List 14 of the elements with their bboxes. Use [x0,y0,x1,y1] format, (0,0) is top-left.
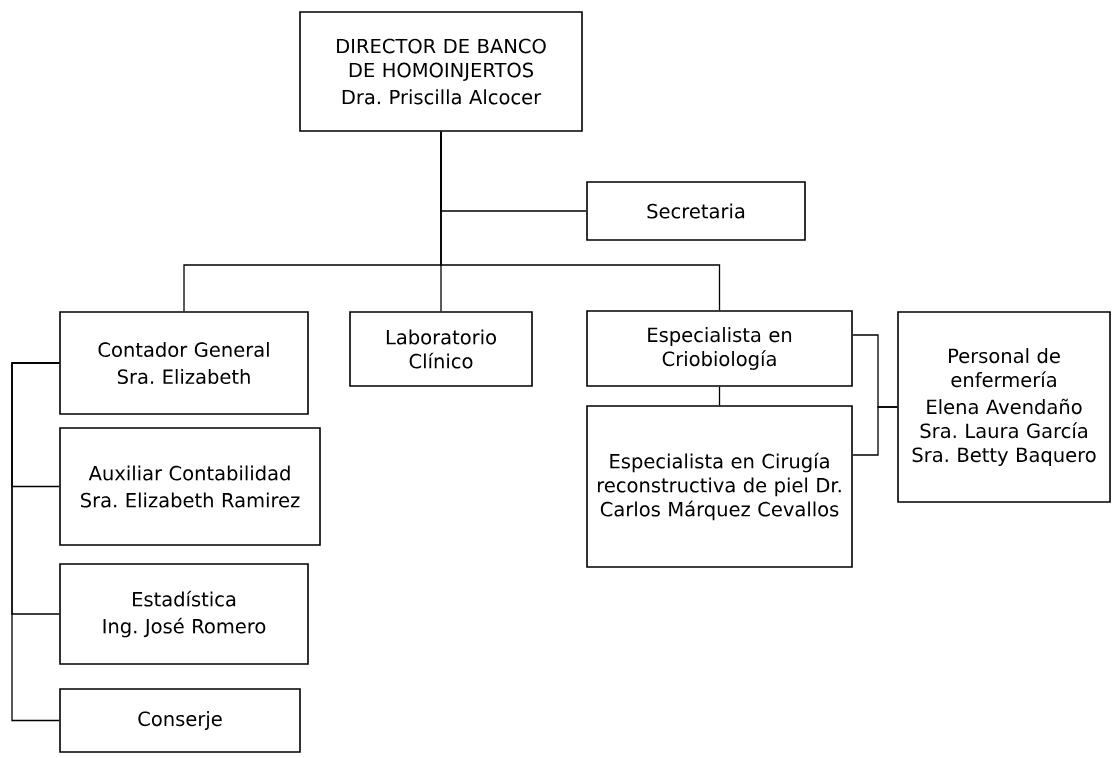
org-box: Especialista en Criobiología [586,310,853,387]
org-box: Especialista en Cirugía reconstructiva de piel Dr. Carlos Márquez Cevallos [586,405,853,568]
connector-line [852,406,898,456]
org-box: Contador General Sra. Elizabeth [59,311,309,415]
org-box: DIRECTOR DE BANCO DE HOMOINJERTOS Dra. Priscilla Alcocer [299,11,583,132]
connector-line [718,386,721,406]
org-box: Laboratorio Clínico [349,311,533,387]
org-box: Secretaria [586,181,806,241]
org-box: Personal de enfermería Elena Avendaño Sra. Laura García Sra. Betty Baquero [897,311,1111,503]
org-box: Auxiliar Contabilidad Sra. Elizabeth Ramirez [59,427,321,546]
org-box: Estadística Ing. José Romero [59,563,309,665]
connector-line [11,362,60,722]
org-box: Conserje [59,688,301,753]
connector-line [440,131,721,311]
